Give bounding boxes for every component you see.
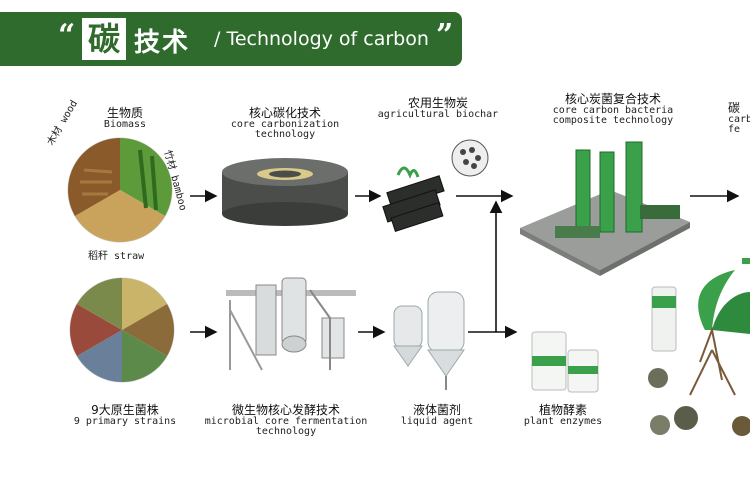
- plant-growth-image: [648, 258, 750, 436]
- right-partial-label: 碳 carb fe: [728, 102, 750, 136]
- composite-tech-plant-image: [520, 141, 690, 276]
- biomass-pie-image: [67, 137, 173, 243]
- open-quote: “: [58, 18, 76, 53]
- biochar-image: [382, 139, 489, 233]
- enzyme-bottles-image: [531, 331, 599, 393]
- composite-label: 核心炭菌复合技术 core carbon bacteria composite …: [552, 92, 674, 127]
- flow-arrows: [190, 189, 740, 339]
- fermentation-label: 微生物核心发酵技术 microbial core fermentation te…: [204, 403, 368, 438]
- straw-label: 稻秆 straw: [88, 251, 145, 262]
- carbonization-label: 核心碳化技术 core carbonization technology: [230, 106, 340, 141]
- close-quote: ”: [436, 18, 454, 53]
- strains-label: 9大原生菌株 9 primary strains: [73, 403, 177, 427]
- liquid-label: 液体菌剂 liquid agent: [400, 403, 474, 427]
- fermentation-apparatus-image: [226, 277, 356, 371]
- title-cn-highlight: 碳: [82, 18, 126, 60]
- liquid-tanks-image: [393, 291, 465, 390]
- strains-pie-image: [69, 277, 175, 383]
- title-cn: 技术: [134, 28, 191, 58]
- enzymes-label: 植物酵素 plant enzymes: [523, 403, 603, 427]
- biochar-label: 农用生物炭 agricultural biochar: [377, 96, 499, 120]
- carbonization-kiln-image: [222, 158, 348, 226]
- biomass-label: 生物质 Biomass: [103, 106, 147, 130]
- title-banner: “ 碳 技术 / Technology of carbon ”: [0, 12, 462, 66]
- title-en: / Technology of carbon: [214, 28, 429, 50]
